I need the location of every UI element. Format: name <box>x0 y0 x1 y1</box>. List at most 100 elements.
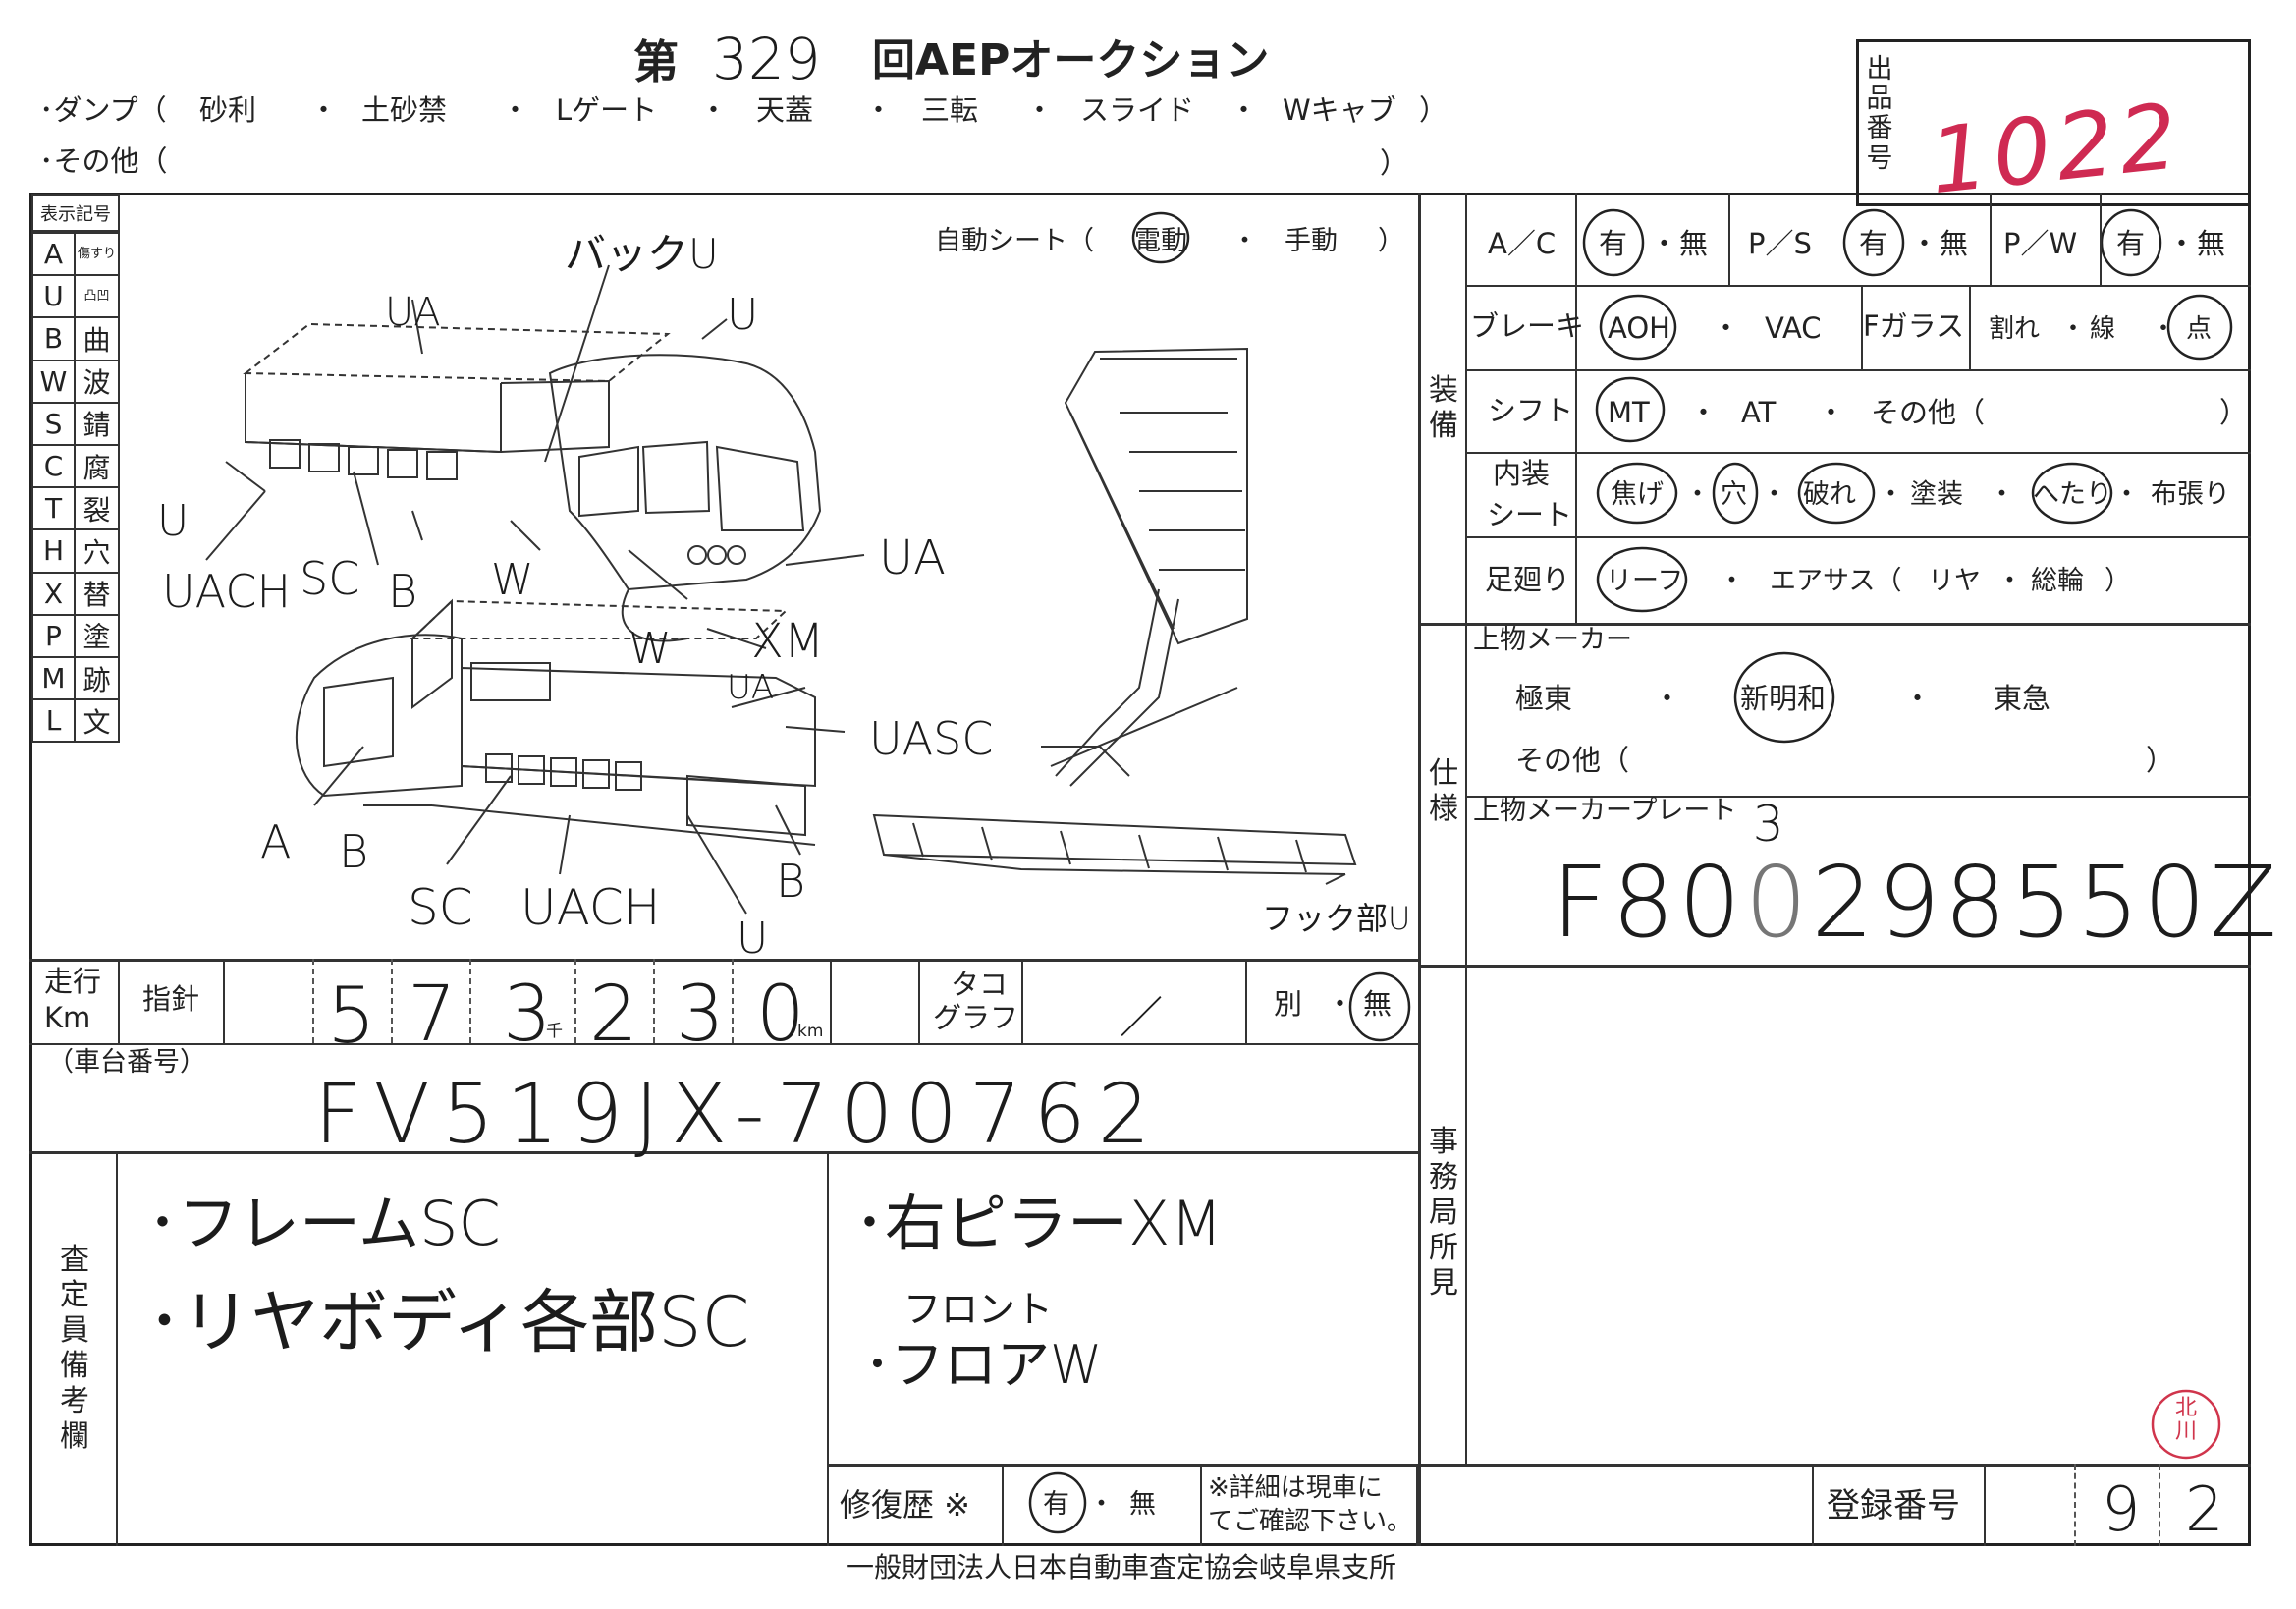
maker-shinmaywa[interactable]: 新明和 <box>1740 682 1827 715</box>
brake-vac[interactable]: VAC <box>1765 311 1822 345</box>
dump-option-gravel[interactable]: 砂利 <box>199 93 257 127</box>
note-sc-lower: SC <box>408 879 473 936</box>
reg-digit-line <box>2159 1464 2160 1546</box>
circle-ps-yes <box>1842 208 1905 277</box>
tipped-body-view <box>1041 347 1248 787</box>
interior-hole[interactable]: 穴 <box>1721 479 1747 510</box>
odo-digit-3: 3 <box>503 971 552 1059</box>
separate-sep: ・ <box>1326 987 1355 1021</box>
odo-col <box>1021 959 1023 1043</box>
odo-digit-line <box>312 959 314 1043</box>
circle-interior-hole <box>1712 462 1759 525</box>
dump-option-no-soil[interactable]: 土砂禁 <box>361 93 448 127</box>
circle-interior-burn <box>1596 462 1678 525</box>
tacho-label-2: グラフ <box>933 1001 1019 1034</box>
interior-paint[interactable]: 塗装 <box>1910 479 1963 510</box>
registration-value-2: 2 <box>2185 1473 2224 1545</box>
fglass-line[interactable]: 線 <box>2090 314 2116 344</box>
remarks-line-1: ･フレームSC <box>147 1188 501 1259</box>
dump-sep: ・ <box>501 93 530 127</box>
plate-overwrite: 3 <box>1752 796 1788 853</box>
legend-meaning: 文 <box>74 698 120 744</box>
dump-close: ） <box>1419 93 1449 127</box>
remarks-line-5: ･フロアW <box>864 1334 1103 1396</box>
interior-sag[interactable]: へたり <box>2033 479 2112 510</box>
note-u-left: U <box>157 496 190 546</box>
ac-no[interactable]: 無 <box>1679 227 1709 260</box>
circle-interior-tear <box>1797 462 1876 525</box>
suspension-rear[interactable]: リヤ <box>1928 566 1981 596</box>
maker-sep: ・ <box>1653 682 1682 715</box>
repair-no[interactable]: 無 <box>1129 1489 1156 1520</box>
other-close: ） <box>1380 146 1409 180</box>
fglass-crack[interactable]: 割れ <box>1989 314 2041 344</box>
shift-other[interactable]: その他（ <box>1871 396 1986 429</box>
plate-label: 上物メーカープレート <box>1473 796 1737 826</box>
dump-option-three-way[interactable]: 三転 <box>921 93 979 127</box>
reg-col <box>1984 1464 1986 1546</box>
pw-yes[interactable]: 有 <box>2116 227 2146 260</box>
maker-tokyu[interactable]: 東急 <box>1994 682 2051 715</box>
separate-label[interactable]: 別 <box>1274 987 1303 1021</box>
auto-sheet-label: 自動シート（ <box>935 226 1094 256</box>
interior-burn[interactable]: 焦げ <box>1611 479 1664 510</box>
suspension-air[interactable]: エアサス（ <box>1770 566 1902 596</box>
ac-label: A／C <box>1488 227 1557 260</box>
dump-option-l-gate[interactable]: Lゲート <box>556 93 658 127</box>
ps-label: P／S <box>1748 227 1812 260</box>
odo-km-unit: km <box>797 1022 824 1041</box>
repair-col <box>1002 1464 1004 1546</box>
tacho-value: ／ <box>1120 993 1163 1043</box>
suspension-all[interactable]: 総輪 <box>2031 566 2084 596</box>
maker-kyokuto[interactable]: 極東 <box>1515 682 1573 715</box>
repair-col <box>1416 1464 1418 1546</box>
shift-sep: ・ <box>1817 396 1846 429</box>
auto-sheet-manual[interactable]: 手動 <box>1285 226 1338 256</box>
repair-yes[interactable]: 有 <box>1043 1489 1069 1520</box>
dump-label: ･ダンプ（ <box>39 93 167 127</box>
spec-section-label: 仕様 <box>1429 756 1458 826</box>
brake-aoh[interactable]: AOH <box>1608 311 1670 345</box>
auto-sheet-sep: ・ <box>1231 226 1258 256</box>
eq-col <box>1990 193 1992 285</box>
interior-sep: ・ <box>2113 479 2140 510</box>
interior-sep: ・ <box>1684 479 1711 510</box>
frame-view <box>872 813 1357 875</box>
interior-cloth[interactable]: 布張り <box>2151 479 2230 510</box>
pw-no[interactable]: 無 <box>2197 227 2226 260</box>
dump-option-slide[interactable]: スライド <box>1080 93 1195 127</box>
auto-sheet-electric[interactable]: 電動 <box>1134 226 1187 256</box>
divider-odo-bottom <box>29 1043 1418 1045</box>
odo-digit-6: 0 <box>756 971 805 1059</box>
reg-col <box>1812 1464 1814 1546</box>
divider-odo-top <box>29 959 1418 962</box>
note-u-cab: U <box>727 290 759 340</box>
maker-other[interactable]: その他（ <box>1515 744 1630 777</box>
suspension-leaf[interactable]: リーフ <box>1606 566 1684 596</box>
fglass-sep: ・ <box>2060 314 2087 344</box>
odo-digit-line <box>469 959 471 1043</box>
note-uasc: UASC <box>869 712 994 765</box>
dump-option-canopy[interactable]: 天蓋 <box>756 93 814 127</box>
ps-no[interactable]: 無 <box>1940 227 1969 260</box>
interior-sep: ・ <box>1878 479 1904 510</box>
separate-none[interactable]: 無 <box>1363 987 1393 1021</box>
odo-digit-line <box>574 959 576 1043</box>
interior-tear[interactable]: 破れ <box>1803 479 1856 510</box>
shift-mt[interactable]: MT <box>1608 396 1650 429</box>
dump-option-w-cab[interactable]: Wキャブ <box>1283 93 1396 127</box>
shift-at[interactable]: AT <box>1741 396 1777 429</box>
circle-ac-yes <box>1582 208 1645 277</box>
note-ua-top: UA <box>385 290 441 335</box>
ps-yes[interactable]: 有 <box>1859 227 1888 260</box>
odo-label-1: 走行 <box>44 965 102 998</box>
odo-label-2: Km <box>44 1001 91 1034</box>
dump-sep: ・ <box>1025 93 1055 127</box>
exhibit-label: 出品番号 <box>1866 54 1893 174</box>
note-back-u: バックU <box>565 230 719 278</box>
fglass-dot[interactable]: 点 <box>2186 314 2213 344</box>
circle-interior-sag <box>2031 462 2113 525</box>
shift-close: ） <box>2219 396 2249 429</box>
eq-label-col <box>1575 193 1577 623</box>
ac-yes[interactable]: 有 <box>1599 227 1628 260</box>
